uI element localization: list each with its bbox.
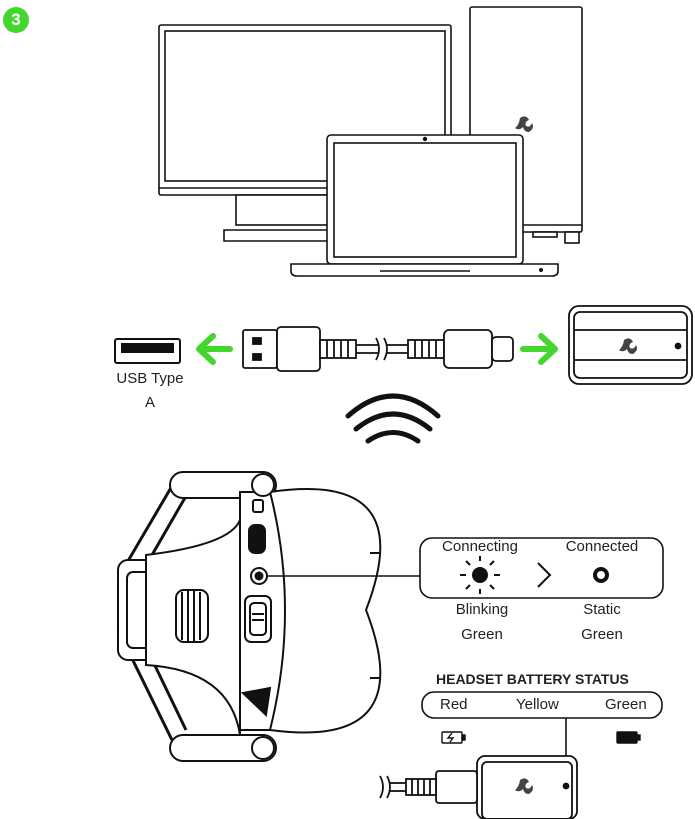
green-arrow-right	[520, 333, 558, 365]
static-led-icon	[593, 567, 609, 583]
headset	[116, 471, 382, 762]
laptop	[290, 134, 559, 277]
battery-status-title: HEADSET BATTERY STATUS	[436, 671, 629, 687]
battery-status-bar	[421, 691, 663, 719]
battery-full-icon	[616, 731, 641, 744]
step-number-badge: 3	[3, 7, 29, 33]
wireless-dongle	[568, 305, 693, 385]
usb-type-label-line2: A	[144, 394, 155, 411]
bottom-dongle	[379, 755, 578, 819]
battery-level-green: Green	[605, 696, 647, 713]
wireless-signal-icon	[345, 393, 441, 444]
connecting-label: Connecting	[442, 538, 518, 555]
blinking-led-icon	[460, 556, 500, 594]
battery-level-yellow: Yellow	[516, 696, 559, 713]
connected-label: Connected	[565, 538, 639, 555]
usb-type-a-port-icon	[114, 338, 181, 364]
blinking-green-label: Green	[461, 626, 503, 643]
usb-cable	[242, 326, 514, 372]
chevron-right-icon	[537, 562, 552, 588]
green-arrow-left	[196, 333, 233, 365]
usb-type-label-line1: USB Type	[116, 370, 184, 387]
static-label: Static	[583, 601, 621, 618]
battery-low-icon	[441, 731, 466, 744]
battery-level-red: Red	[440, 696, 468, 713]
blinking-label: Blinking	[455, 601, 509, 618]
static-green-label: Green	[581, 626, 623, 643]
status-panel	[419, 537, 664, 599]
